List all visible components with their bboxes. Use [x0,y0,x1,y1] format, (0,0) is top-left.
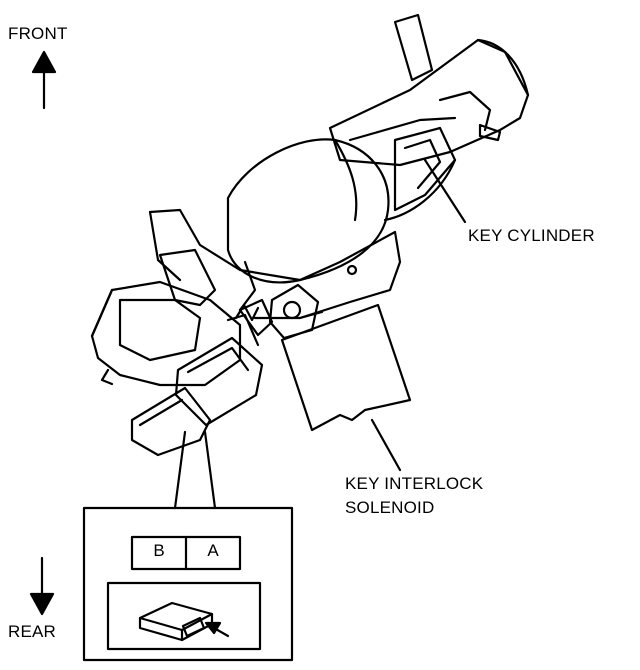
connector-icon [138,601,214,642]
key-cylinder-label: KEY CYLINDER [468,226,595,245]
front-label: FRONT [8,24,68,43]
connector-pin-b: B [153,541,165,560]
pointer-arrow-icon [204,621,230,638]
front-arrow-icon [31,50,57,110]
steering-lock-assembly [90,13,530,457]
rear-arrow-icon [29,556,55,616]
solenoid-label-line1: KEY INTERLOCK [345,474,484,493]
solenoid-label-line2: SOLENOID [345,498,435,517]
key-interlock-solenoid-label: KEY INTERLOCK SOLENOID [345,472,483,520]
solenoid-leader [370,418,402,472]
connector-detail-box [82,506,294,662]
rear-label: REAR [8,622,57,641]
connector-view-frame [106,581,262,651]
key-cylinder-leader [423,158,467,224]
connector-callout [173,430,217,510]
connector-pin-a: A [207,541,219,560]
